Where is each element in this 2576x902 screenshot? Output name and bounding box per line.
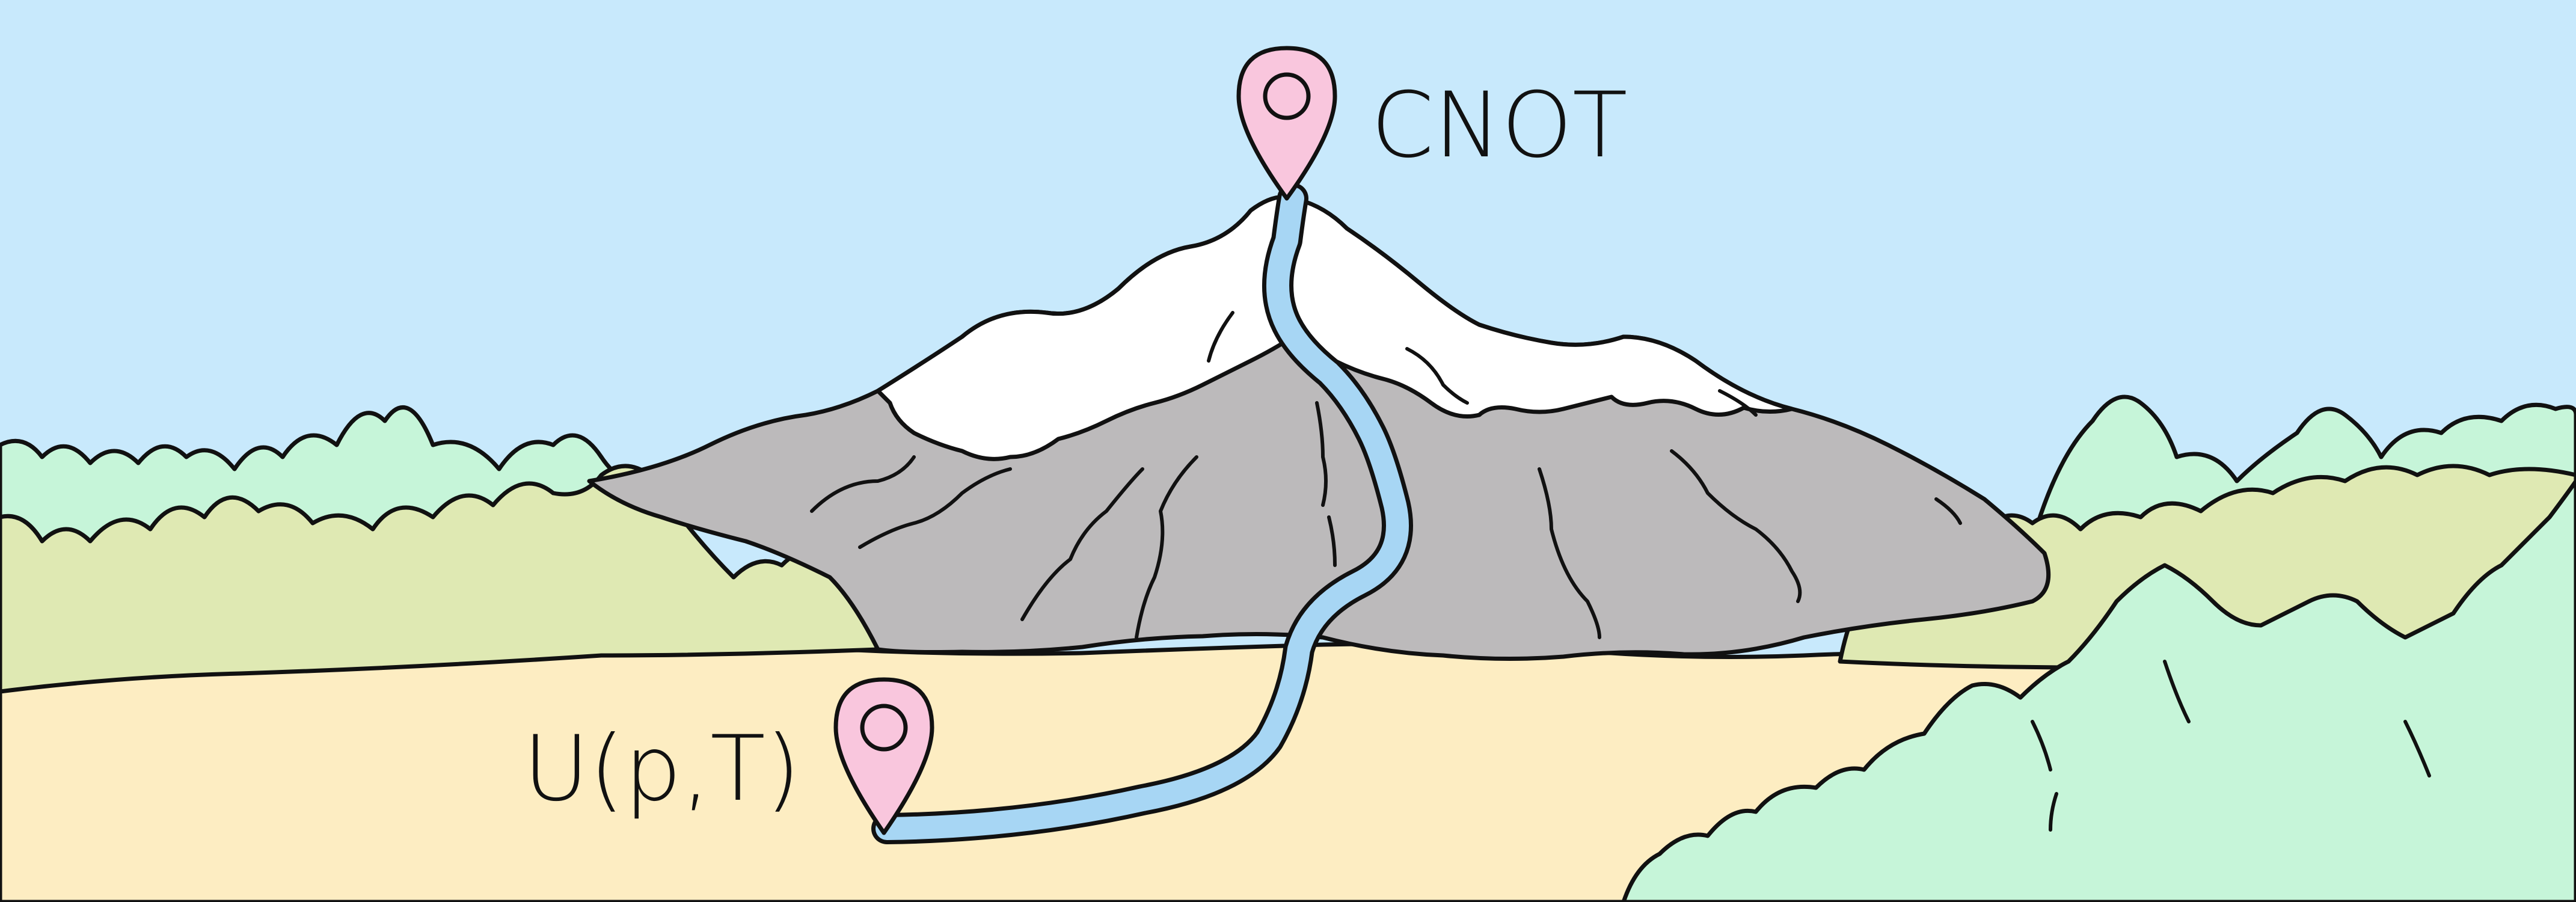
start-label: U(p,T) — [523, 717, 800, 821]
snow-cap — [876, 195, 1794, 461]
mountain-crevice — [1207, 311, 1234, 363]
tree-detail-line — [2031, 720, 2052, 772]
mountain-crevice — [810, 455, 916, 513]
summit-label: CNOT — [1371, 73, 1628, 178]
pin-hole — [1263, 72, 1311, 120]
mountain-crevice — [1020, 467, 1144, 621]
mid-tree-line-left — [0, 464, 882, 694]
summit-marker — [1236, 46, 1337, 201]
pin-hole — [860, 704, 908, 752]
map-pin-icon — [1236, 46, 1337, 201]
mountain-crevice — [1327, 515, 1337, 567]
start-marker — [833, 677, 934, 835]
mountain-crevice — [1135, 455, 1198, 639]
tree-detail-line — [2403, 720, 2431, 778]
mountain-crevice — [1934, 497, 1962, 525]
mountain-crevice — [1538, 467, 1601, 639]
map-pin-icon — [833, 677, 934, 835]
mountain-crevice — [858, 467, 1012, 549]
front-tree-line-right — [1621, 479, 2576, 902]
mountain-crevice — [1405, 347, 1469, 405]
route-path-fill — [876, 187, 1409, 840]
mountain-crevice — [1670, 449, 1802, 603]
mountain-crevice — [1718, 389, 1758, 417]
tree-detail-line — [2163, 660, 2191, 723]
tree-detail-line — [2049, 792, 2058, 832]
mountain-crevice — [1315, 401, 1328, 507]
